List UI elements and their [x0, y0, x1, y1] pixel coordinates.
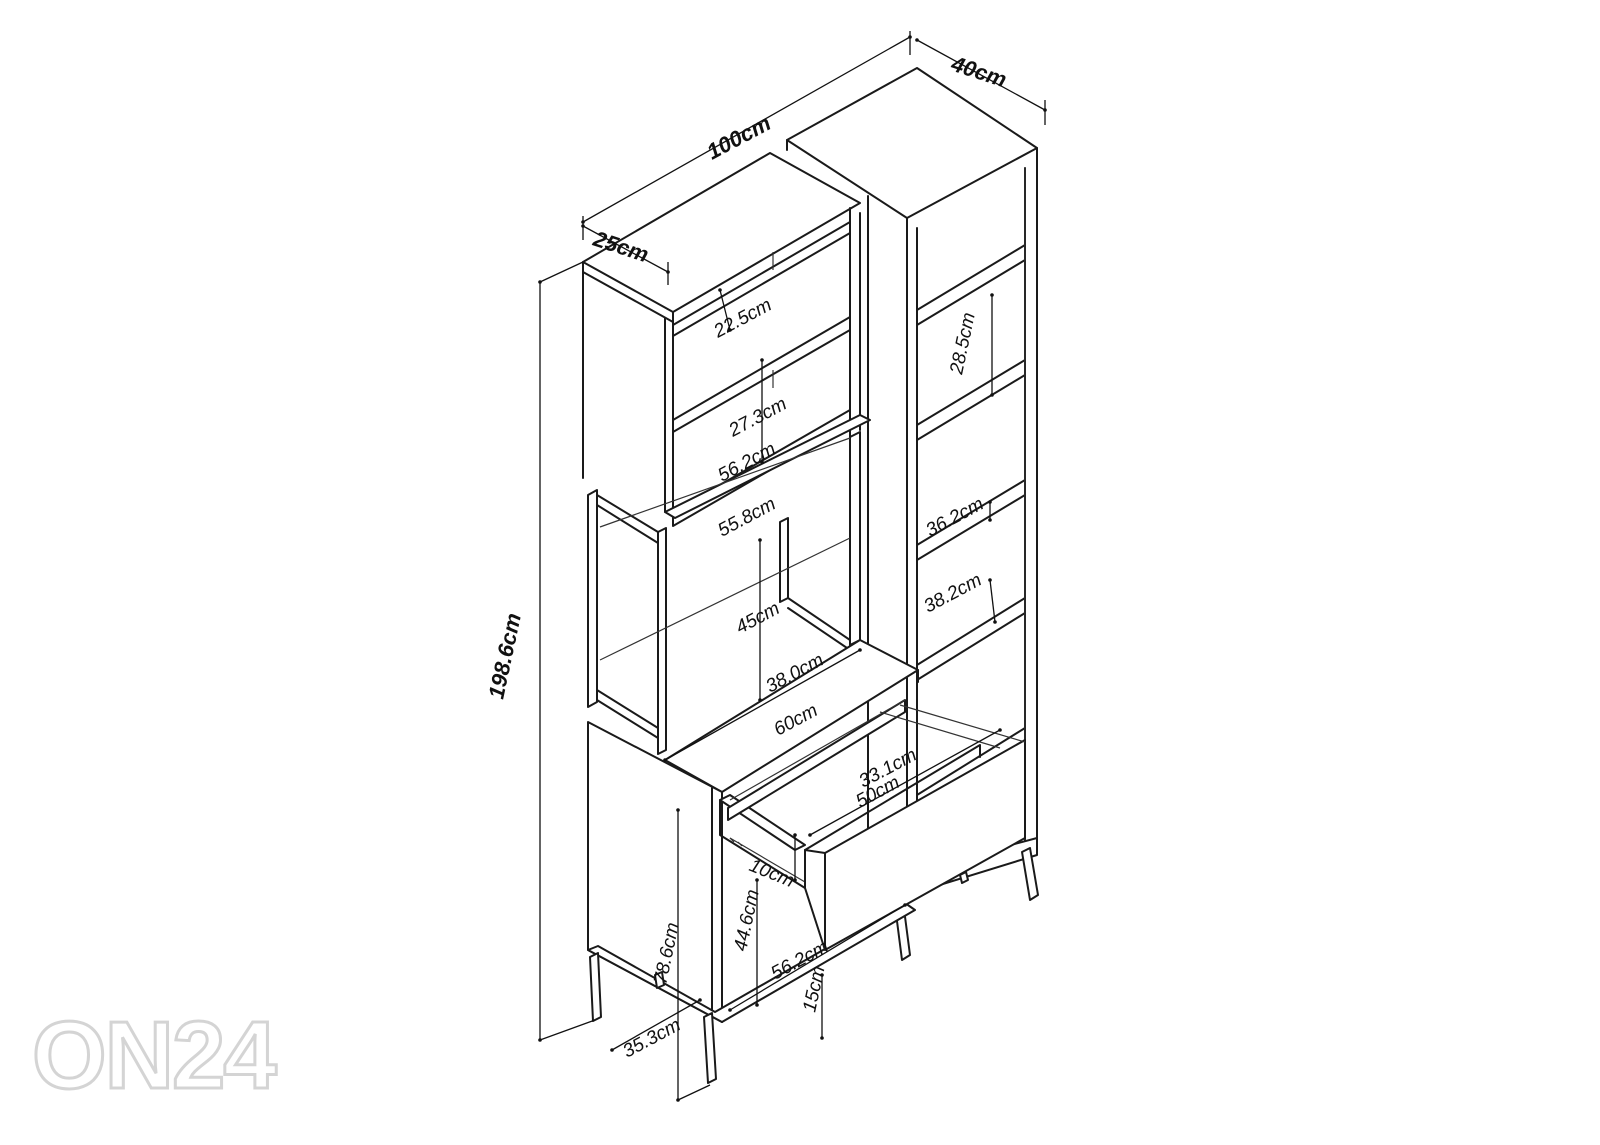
- label-bridge-width-lower: 55.8cm: [714, 494, 779, 542]
- dim-cabinet-depth: [611, 999, 701, 1051]
- dim-cabinet-depth-end-0: [610, 1048, 614, 1052]
- dim-desk-width-end-1: [858, 648, 862, 652]
- dimension-lines: [538, 31, 1047, 1102]
- label-shelf-right-lower: 38.2cm: [920, 570, 985, 618]
- watermark-logo: ON24: [32, 1002, 276, 1109]
- label-shelf-second-left: 27.3cm: [725, 394, 791, 442]
- dim-shelf-top-left-end-0: [718, 288, 722, 292]
- label-shelf-right-upper: 28.5cm: [946, 311, 980, 377]
- dim-cabinet-height-ext: [677, 1084, 711, 1101]
- dim-shelf-second-left-end-0: [760, 358, 764, 362]
- dim-cabinet-height-end-0: [676, 808, 680, 812]
- dim-drawer-depth-end-0: [808, 833, 812, 837]
- dim-cabinet-width-end-1: [903, 903, 907, 907]
- dim-depth-left-end-0: [581, 224, 585, 228]
- right-bookcase: [786, 67, 1039, 961]
- dim-leg-height-end-0: [820, 973, 824, 977]
- dim-shelf-top-left: [719, 289, 731, 331]
- dim-leg-height-end-1: [820, 1036, 824, 1040]
- label-cabinet-depth: 35.3cm: [619, 1015, 684, 1063]
- dim-cabinet-width-end-0: [728, 1008, 732, 1012]
- dim-shelf-right-lower-end-1: [993, 620, 997, 624]
- dim-shelf-right-upper-end-1: [990, 393, 994, 397]
- label-frame-height: 45cm: [732, 598, 783, 638]
- label-cabinet-inner-height: 44.6cm: [730, 888, 763, 953]
- dim-drawer-height-end-1: [793, 878, 797, 882]
- label-drawer-height: 10cm: [746, 855, 797, 892]
- dim-shelf-second-left-end-1: [760, 460, 764, 464]
- dim-cabinet-depth-end-1: [698, 998, 702, 1002]
- label-height-total: 198.6cm: [483, 611, 526, 701]
- dim-width-total: [582, 36, 911, 223]
- dim-depth-right: [916, 39, 1046, 111]
- dim-cabinet-width: [729, 904, 906, 1011]
- dim-frame-height-end-1: [758, 698, 762, 702]
- dim-drawer-depth-end-1: [998, 728, 1002, 732]
- dim-desk-width: [664, 649, 861, 761]
- middle-frame-unit: [587, 414, 919, 803]
- label-depth-right: 40cm: [948, 51, 1010, 92]
- dim-depth-right-end-0: [915, 38, 919, 42]
- dim-depth-left: [582, 225, 669, 273]
- left-lower-cabinet: [587, 699, 1026, 1084]
- dim-cabinet-inner-height-end-1: [755, 1003, 759, 1007]
- dim-cabinet-inner-height-end-0: [755, 878, 759, 882]
- dim-desk-width-end-0: [663, 758, 667, 762]
- dim-shelf-right-lower-end-0: [988, 578, 992, 582]
- dim-drawer-height-end-0: [793, 833, 797, 837]
- dim-height-total-bottom-ext: [539, 1019, 596, 1041]
- dim-height-total-top-ext: [539, 261, 584, 283]
- dim-shelf-right-mid-end-0: [988, 500, 992, 504]
- dim-shelf-right-upper-end-0: [990, 293, 994, 297]
- dim-shelf-top-left-end-1: [728, 328, 732, 332]
- dim-drawer-depth: [809, 729, 1001, 836]
- dim-shelf-right-lower: [989, 579, 996, 623]
- dim-shelf-right-mid-end-1: [988, 518, 992, 522]
- dim-frame-height-end-0: [758, 538, 762, 542]
